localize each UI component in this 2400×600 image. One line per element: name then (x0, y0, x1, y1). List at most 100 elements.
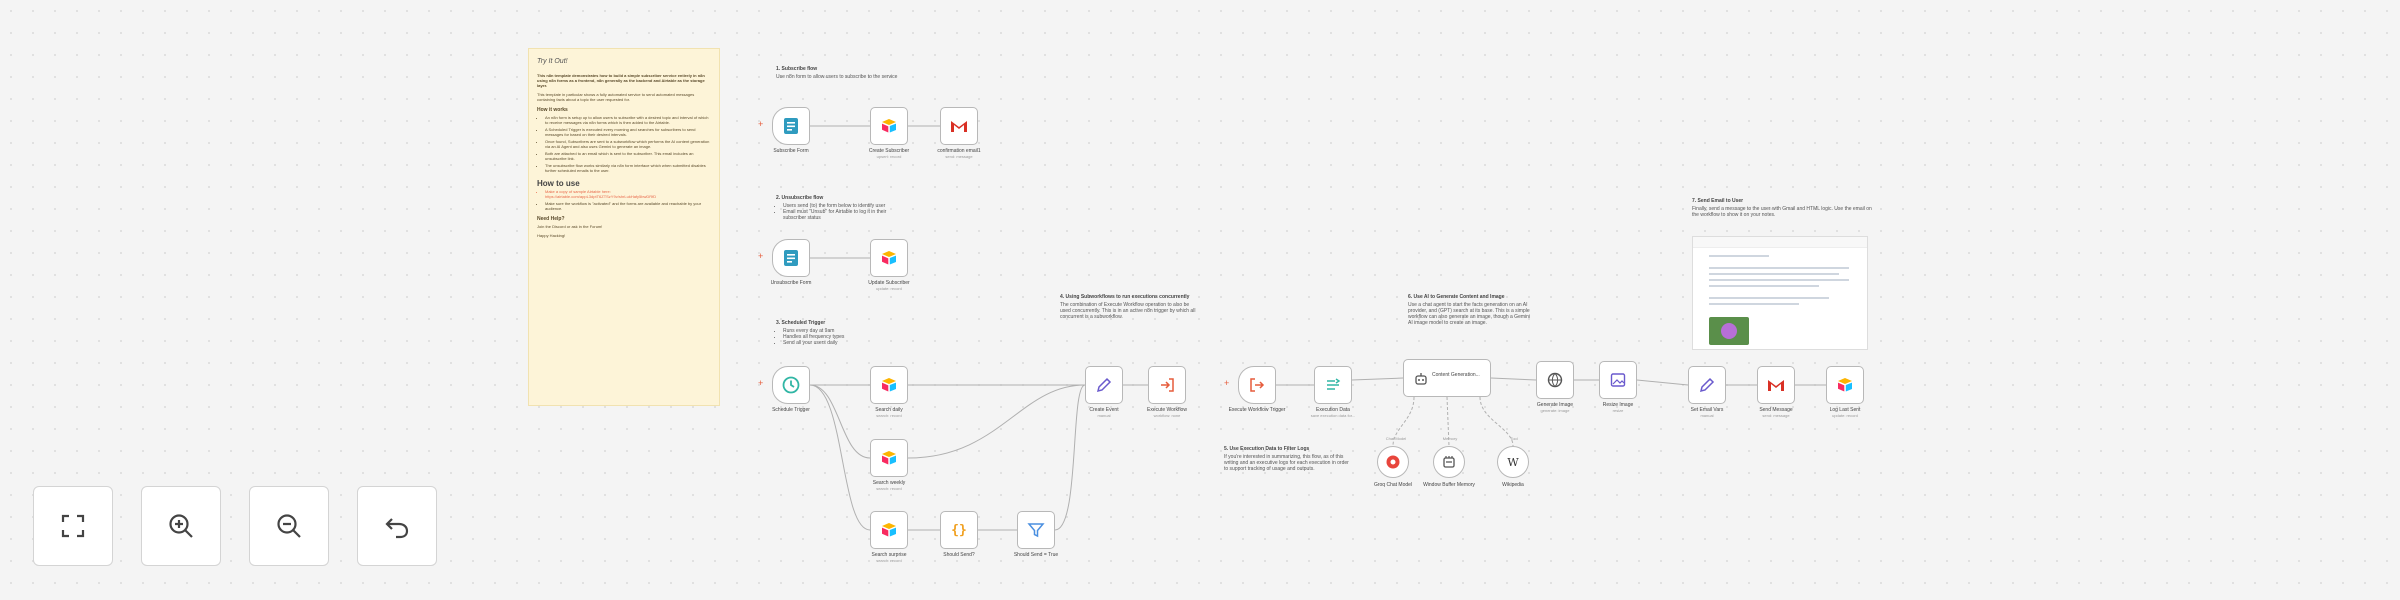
note-title: 7. Send Email to User (1692, 198, 1744, 204)
node-create-subscriber[interactable] (870, 107, 908, 145)
node-set-email-vars[interactable] (1688, 366, 1726, 404)
node-confirmation-email[interactable] (940, 107, 978, 145)
note-subworkflows[interactable]: 4. Using Subworkflows to run executions … (1060, 294, 1200, 320)
note-text: Finally, send a message to the user with… (1692, 206, 1872, 218)
note-text: Use n8n form to allow users to subscribe… (776, 74, 898, 80)
node-schedule-trigger[interactable] (772, 366, 810, 404)
node-unsubscribe-form[interactable] (772, 239, 810, 277)
node-generate-image[interactable] (1536, 361, 1574, 399)
note-ai-generate[interactable]: 6. Use AI to Generate Content and Image … (1408, 294, 1533, 326)
node-create-event[interactable] (1085, 366, 1123, 404)
form-icon (784, 250, 798, 266)
connection (1479, 396, 1514, 447)
node-groq-chat-model[interactable] (1377, 446, 1409, 478)
list-item: The unsubscribe flow works similarly via… (545, 163, 711, 173)
node-window-buffer-memory[interactable] (1433, 446, 1465, 478)
node-subscribe-form[interactable] (772, 107, 810, 145)
add-trigger-icon[interactable]: + (758, 251, 764, 261)
note-list: Runs every day at 9am Handles all freque… (776, 328, 906, 346)
node-label: Wikipedia (1502, 482, 1524, 488)
gmail-icon (1768, 380, 1784, 391)
form-icon (784, 118, 798, 134)
node-content-generation[interactable]: Content Generation... (1403, 359, 1491, 397)
list-item: Users send (to) the form below to identi… (783, 203, 906, 209)
email-preview-image (1692, 236, 1868, 350)
wikipedia-icon: W (1507, 455, 1519, 469)
execute-workflow-icon (1250, 378, 1265, 392)
memory-icon (1443, 456, 1455, 468)
note-scheduled-trigger[interactable]: 3. Scheduled Trigger Runs every day at 9… (776, 320, 906, 346)
note-execution-data[interactable]: 5. Use Execution Data to Filter Logs If … (1224, 446, 1354, 472)
note-subscribe-flow[interactable]: 1. Subscribe flow Use n8n form to allow … (776, 66, 946, 80)
zoom-out-icon (277, 514, 301, 538)
image-icon (1610, 373, 1626, 387)
node-label: Subscribe Form (773, 148, 809, 154)
pencil-icon (1096, 377, 1112, 393)
node-search-daily[interactable] (870, 366, 908, 404)
node-label: Groq Chat Model (1373, 482, 1413, 488)
note-text: If you're interested in summarizing, thi… (1224, 454, 1349, 472)
sticky-title: Try It Out! (537, 58, 568, 65)
text-line (1709, 279, 1849, 281)
connection (1054, 384, 1086, 531)
node-search-weekly[interactable] (870, 439, 908, 477)
node-execute-workflow[interactable] (1148, 366, 1186, 404)
note-title: 5. Use Execution Data to Filter Logs (1224, 446, 1310, 452)
node-send-message[interactable] (1757, 366, 1795, 404)
undo-icon (385, 518, 409, 539)
list-item: An n8n form is setup up to allow users t… (545, 115, 711, 125)
reset-zoom-button[interactable] (357, 486, 437, 566)
node-should-send-true[interactable] (1017, 511, 1055, 549)
node-update-subscriber[interactable] (870, 239, 908, 277)
connector-label: Chat Model (1385, 436, 1407, 441)
text-line (1709, 297, 1829, 299)
connector-label: Memory (1442, 436, 1458, 441)
add-trigger-icon[interactable]: + (758, 119, 764, 129)
node-label: Should Send = True (1013, 552, 1059, 558)
sticky-note-try-it-out[interactable]: Try It Out! This n8n template demonstrat… (528, 48, 720, 406)
node-wikipedia[interactable]: W (1497, 446, 1529, 478)
airtable-icon (882, 378, 896, 392)
node-log-last-sent[interactable] (1826, 366, 1864, 404)
list-item: Make sure the workflow is "activated" an… (545, 201, 711, 211)
node-should-send[interactable]: {} (940, 511, 978, 549)
sticky-use-heading: How to use (537, 179, 580, 188)
execution-data-icon (1327, 378, 1341, 390)
note-text: The combination of Execute Workflow oper… (1060, 302, 1196, 320)
zoom-to-fit-button[interactable] (33, 486, 113, 566)
sticky-help-heading: Need Help? (537, 216, 565, 222)
sticky-sign: Happy Hacking! (537, 233, 566, 238)
connection (1446, 396, 1450, 447)
add-trigger-icon[interactable]: + (758, 378, 764, 388)
airtable-icon (882, 523, 896, 537)
sticky-intro: This n8n template demonstrates how to bu… (537, 73, 705, 88)
zoom-out-button[interactable] (249, 486, 329, 566)
note-unsubscribe-flow[interactable]: 2. Unsubscribe flow Users send (to) the … (776, 195, 906, 221)
airtable-icon (882, 251, 896, 265)
note-list: Users send (to) the form below to identi… (776, 203, 906, 221)
note-send-email[interactable]: 7. Send Email to User Finally, send a me… (1692, 198, 1872, 218)
note-title: 1. Subscribe flow (776, 66, 818, 72)
list-item[interactable]: Make a copy of sample Airtable here: htt… (545, 189, 711, 199)
filter-icon (1027, 523, 1045, 538)
note-title: 6. Use AI to Generate Content and Image (1408, 294, 1505, 300)
list-item: Email must "Unsub" for Airtable to log i… (783, 209, 906, 221)
node-resize-image[interactable] (1599, 361, 1637, 399)
connection (1490, 377, 1537, 381)
pencil-icon (1699, 377, 1715, 393)
zoom-in-button[interactable] (141, 486, 221, 566)
connection (809, 384, 871, 531)
add-trigger-icon[interactable]: + (1224, 378, 1230, 388)
node-label: Execute Workflow Trigger (1228, 407, 1286, 413)
node-execution-data[interactable] (1314, 366, 1352, 404)
node-execute-workflow-trigger[interactable] (1238, 366, 1276, 404)
node-search-surprise[interactable] (870, 511, 908, 549)
